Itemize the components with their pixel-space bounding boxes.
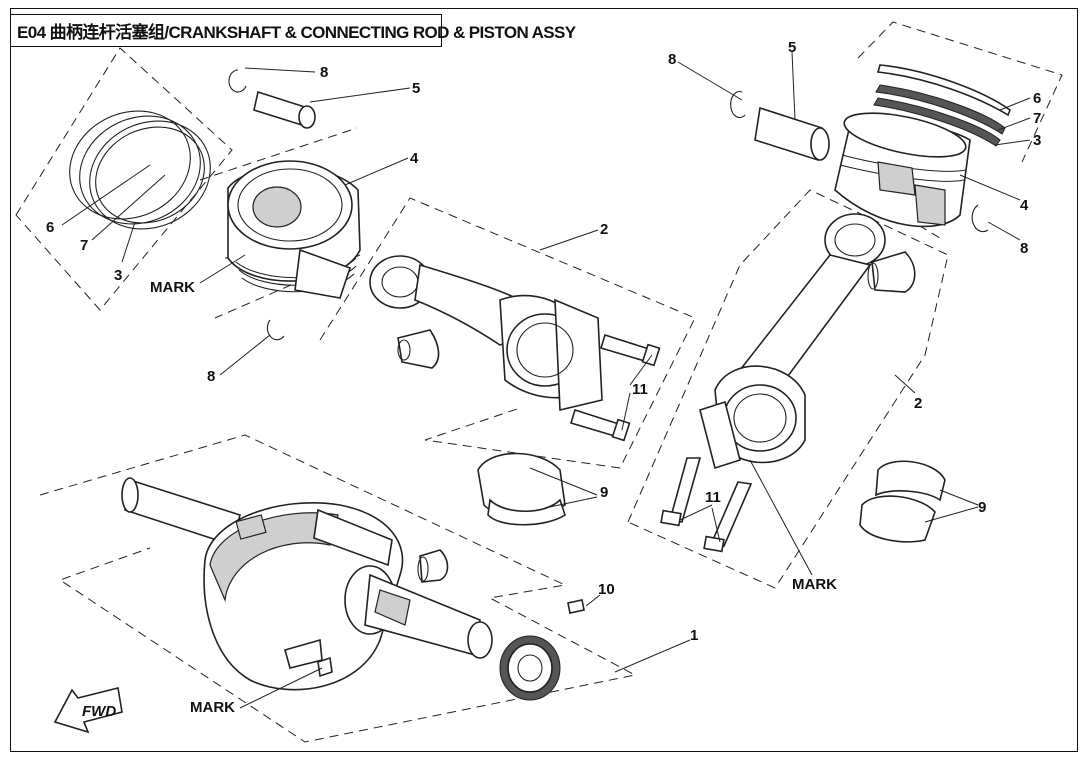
- piston-right: [834, 112, 971, 228]
- connecting-rod-left: [369, 255, 603, 412]
- drawing-frame: [10, 8, 1078, 752]
- piston-rings-group: [15, 47, 233, 311]
- piston-rings-right: [873, 64, 1011, 147]
- callout-8-left-top: 8: [320, 64, 328, 81]
- bearing-shells-left: [477, 452, 566, 526]
- callout-5-right: 5: [788, 39, 796, 56]
- conrod-group-left: [319, 197, 696, 469]
- piston-rings-left: [69, 110, 211, 230]
- callout-9-left: 9: [600, 484, 608, 501]
- circlip-bottom-right: [971, 204, 989, 233]
- callout-7-right: 7: [1033, 110, 1041, 127]
- piston-group-right: [892, 209, 941, 239]
- callout-11-right: 11: [705, 489, 721, 506]
- piston-pin-right: [754, 106, 830, 162]
- piston-left: [227, 160, 361, 299]
- callout-10: 10: [598, 581, 615, 598]
- diagram-title: E04 曲柄连杆活塞组/CRANKSHAFT & CONNECTING ROD …: [17, 23, 576, 42]
- fwd-label: FWD: [82, 703, 116, 720]
- callout-8-right-bottom: 8: [1020, 240, 1028, 257]
- callout-8-right-top: 8: [668, 51, 676, 68]
- mark-label-conrod: MARK: [792, 576, 837, 593]
- callout-6-left: 6: [46, 219, 54, 236]
- callout-7-left: 7: [80, 237, 88, 254]
- callout-3-right: 3: [1033, 132, 1041, 149]
- crankshaft-group: [39, 434, 637, 743]
- piston-rings-group-right: [857, 21, 1063, 163]
- fwd-arrow: FWD: [53, 687, 123, 734]
- callout-5-left: 5: [412, 80, 420, 97]
- small-end-bushing-right: [867, 251, 916, 293]
- timing-gear: [499, 635, 561, 701]
- callout-8-left-bottom: 8: [207, 368, 215, 385]
- conrod-bolts-right: [660, 457, 753, 553]
- callout-6-right: 6: [1033, 90, 1041, 107]
- callout-3-left: 3: [114, 267, 122, 284]
- callout-2-left: 2: [600, 221, 608, 238]
- callout-11-left: 11: [632, 381, 648, 398]
- callout-2-right: 2: [914, 395, 922, 412]
- bearing-shells-right: [859, 460, 946, 543]
- circlip-bottom-left: [266, 319, 285, 341]
- circlip-top-left: [228, 69, 247, 93]
- crank-pin-bushing: [417, 549, 449, 583]
- piston-pin-left: [253, 90, 316, 129]
- small-end-bushing-left: [397, 329, 440, 369]
- crankshaft: [121, 477, 493, 691]
- callout-9-right: 9: [978, 499, 986, 516]
- woodruff-key: [567, 599, 585, 614]
- conrod-group-right: [627, 189, 949, 589]
- callout-1: 1: [690, 627, 698, 644]
- callout-4-right: 4: [1020, 197, 1029, 214]
- mark-label-crankshaft: MARK: [190, 699, 235, 716]
- circlip-top-right: [730, 91, 746, 119]
- connecting-rod-right: [699, 213, 886, 470]
- title-box: E04 曲柄连杆活塞组/CRANKSHAFT & CONNECTING ROD …: [10, 14, 576, 47]
- mark-label-piston: MARK: [150, 279, 195, 296]
- leader-lines: [61, 51, 1031, 709]
- callout-4-left: 4: [410, 150, 419, 167]
